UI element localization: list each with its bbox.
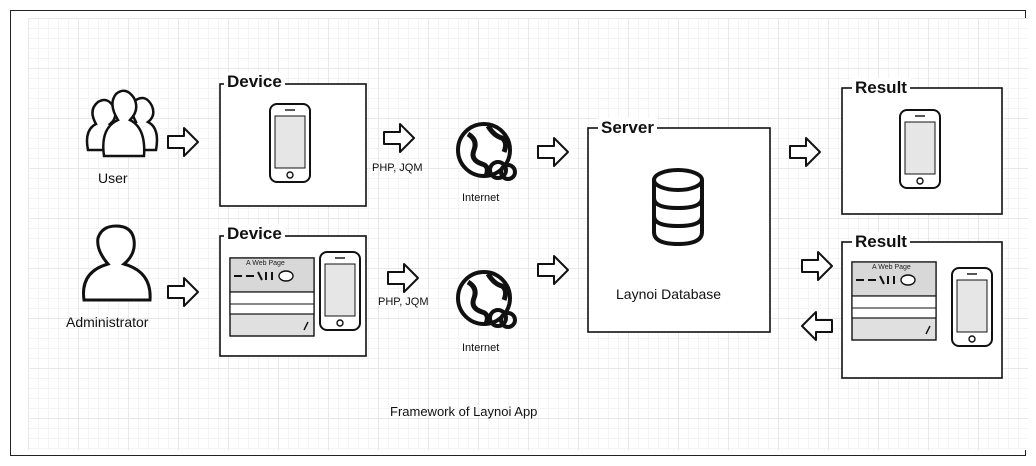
- webpage-title: A Web Page: [246, 260, 285, 267]
- arrow-left-icon: [801, 311, 833, 341]
- server-title: Server: [598, 118, 657, 138]
- smartphone-icon: [319, 251, 361, 331]
- arrow-right-icon: [383, 123, 415, 153]
- database-icon: [652, 168, 704, 247]
- arrow-right-icon: [801, 251, 833, 281]
- smartphone-icon: [899, 109, 941, 189]
- php-jqm-label-bottom: PHP, JQM: [378, 296, 429, 308]
- smartphone-icon: [269, 103, 311, 183]
- internet-label-bottom: Internet: [462, 342, 500, 354]
- user-icon: [82, 224, 152, 302]
- result-bottom-title: Result: [852, 232, 910, 252]
- globe-icon: [458, 124, 515, 179]
- user-label: User: [98, 170, 128, 186]
- php-jqm-label-top: PHP, JQM: [372, 162, 423, 174]
- arrow-right-icon: [167, 277, 199, 307]
- device-bottom-title: Device: [224, 224, 285, 244]
- browser-window-icon: [229, 257, 315, 337]
- user-group-icon: [85, 89, 159, 158]
- result-top-title: Result: [852, 78, 910, 98]
- administrator-label: Administrator: [66, 314, 149, 330]
- internet-label-top: Internet: [462, 192, 500, 204]
- arrow-right-icon: [537, 137, 569, 167]
- device-top-title: Device: [224, 72, 285, 92]
- arrow-right-icon: [537, 255, 569, 285]
- browser-window-icon: [851, 261, 937, 341]
- diagram-caption: Framework of Laynoi App: [390, 404, 538, 419]
- globe-icon: [458, 272, 515, 327]
- arrow-right-icon: [167, 127, 199, 157]
- database-label: Laynoi Database: [616, 286, 722, 302]
- smartphone-icon: [951, 267, 993, 347]
- arrow-right-icon: [789, 137, 821, 167]
- webpage-title: A Web Page: [872, 264, 911, 271]
- arrow-right-icon: [387, 263, 419, 293]
